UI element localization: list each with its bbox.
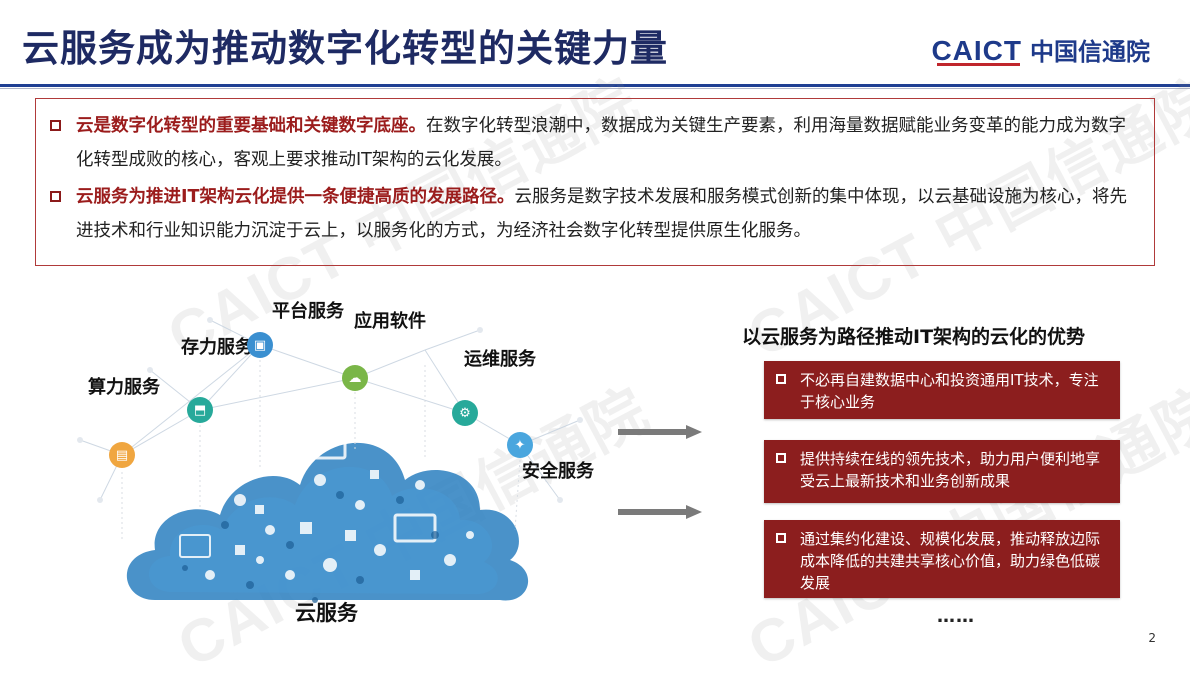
logo-text-en: CAICT — [931, 35, 1022, 66]
advantage-text: 提供持续在线的领先技术，助力用户便利地享受云上最新技术和业务创新成果 — [800, 450, 1101, 490]
advantage-text: 不必再自建数据中心和投资通用IT技术，专注于核心业务 — [800, 371, 1099, 411]
intro-text: 在数字化转型浪潮中，数据成为关键生产要素，利用海量数据赋能业务变革的能力成为数字… — [76, 116, 1126, 170]
square-bullet-icon — [50, 191, 61, 202]
node-storage-label: 存力服务 — [181, 337, 253, 358]
advantage-card: 通过集约化建设、规模化发展，推动释放边际成本降低的共建共享核心价值，助力绿色低碳… — [764, 520, 1120, 598]
app-icon: ☁ — [342, 365, 368, 391]
node-ops-label: 运维服务 — [464, 349, 536, 370]
right-arrow-icon — [618, 425, 702, 439]
node-app-label: 应用软件 — [354, 311, 426, 332]
caict-logo: CAICT 中国信通院 — [931, 32, 1150, 67]
advantage-card: 不必再自建数据中心和投资通用IT技术，专注于核心业务 — [764, 361, 1120, 419]
cloud-services-diagram: 算力服务 ▤ 存力服务 ⬒ 平台服务 ▣ 应用软件 ☁ 运维服务 ⚙ 安全服务 … — [60, 300, 620, 625]
page-title: 云服务成为推动数字化转型的关键力量 — [22, 27, 668, 70]
square-bullet-icon — [776, 374, 786, 384]
header-divider-thin — [0, 88, 1190, 89]
node-platform-label: 平台服务 — [272, 301, 344, 322]
square-bullet-icon — [776, 453, 786, 463]
advantage-card: 提供持续在线的领先技术，助力用户便利地享受云上最新技术和业务创新成果 — [764, 440, 1120, 503]
advantages-title: 以云服务为路径推动IT架构的云化的优势 — [742, 326, 1086, 348]
square-bullet-icon — [50, 120, 61, 131]
intro-highlight: 云服务为推进IT架构云化提供一条便捷高质的发展路径。 — [76, 187, 515, 207]
logo-text-cn: 中国信通院 — [1030, 38, 1150, 66]
page-number: 2 — [1148, 631, 1156, 645]
right-arrow-icon — [618, 505, 702, 519]
cloud-illustration — [77, 317, 583, 603]
more-ellipsis: …… — [937, 606, 975, 627]
header-divider — [0, 84, 1190, 87]
intro-box: 云是数字化转型的重要基础和关键数字底座。在数字化转型浪潮中，数据成为关键生产要素… — [35, 98, 1155, 266]
node-security-label: 安全服务 — [522, 461, 594, 482]
bulb-icon: ✦ — [507, 432, 533, 458]
intro-highlight: 云是数字化转型的重要基础和关键数字底座。 — [76, 116, 426, 136]
intro-text: 云服务是数字技术发展和服务模式创新的集中体现，以云基础设施为核心，将先进技术和行… — [76, 187, 1127, 241]
storage-icon: ⬒ — [187, 397, 213, 423]
ops-icon: ⚙ — [452, 400, 478, 426]
intro-paragraph: 云服务为推进IT架构云化提供一条便捷高质的发展路径。云服务是数字技术发展和服务模… — [50, 180, 1140, 248]
database-icon: ▤ — [109, 442, 135, 468]
intro-paragraph: 云是数字化转型的重要基础和关键数字底座。在数字化转型浪潮中，数据成为关键生产要素… — [50, 109, 1140, 177]
advantage-text: 通过集约化建设、规模化发展，推动释放边际成本降低的共建共享核心价值，助力绿色低碳… — [800, 530, 1101, 592]
square-bullet-icon — [776, 533, 786, 543]
node-compute-label: 算力服务 — [88, 377, 160, 398]
platform-icon: ▣ — [247, 332, 273, 358]
cloud-service-label: 云服务 — [295, 601, 358, 625]
